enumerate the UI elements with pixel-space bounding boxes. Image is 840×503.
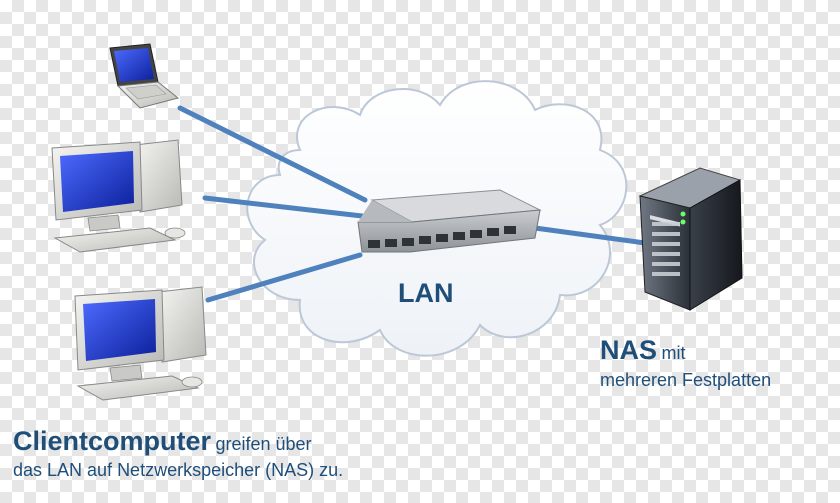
nas-title-suffix: mit <box>661 343 686 363</box>
link-desktop-1 <box>202 195 365 219</box>
desktop-computer-icon <box>74 286 207 401</box>
client-caption: Clientcomputer greifen über das LAN auf … <box>13 425 343 481</box>
client-title-suffix: greifen über <box>215 434 312 454</box>
client-description: das LAN auf Netzwerkspeicher (NAS) zu. <box>13 459 344 480</box>
nas-server-icon <box>638 167 743 311</box>
lan-label: LAN <box>398 278 454 308</box>
network-switch-icon <box>357 189 542 253</box>
nas-description: mehreren Festplatten <box>600 370 772 391</box>
nas-title: NAS <box>600 335 658 365</box>
link-nas <box>532 225 648 246</box>
link-desktop-2 <box>205 252 363 303</box>
link-laptop <box>177 105 368 203</box>
laptop-icon <box>109 43 180 109</box>
client-title: Clientcomputer <box>13 426 212 456</box>
nas-caption: NAS mit mehreren Festplatten <box>600 332 771 393</box>
desktop-computer-icon <box>51 139 186 253</box>
network-links <box>177 105 648 303</box>
